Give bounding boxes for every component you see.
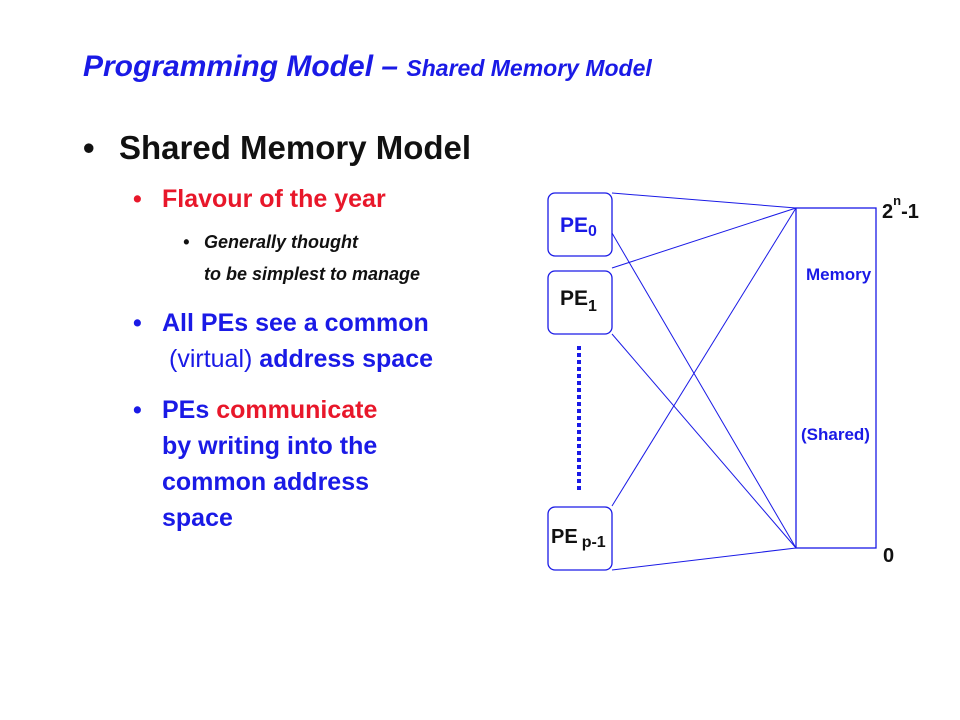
memory-box	[795, 207, 877, 549]
connection-lines	[611, 192, 797, 571]
bullet-text: Shared Memory Model	[119, 129, 472, 166]
title-main: Programming Model –	[83, 50, 407, 83]
slide-title: Programming Model – Shared Memory Model	[83, 50, 652, 84]
bullet-dot: •	[133, 309, 142, 337]
bottom-address-label: 0	[883, 545, 894, 567]
bullet-text-line1: Generally thought	[204, 232, 359, 252]
line-pep-top	[611, 207, 797, 507]
bullet-text-line2: by writing into the	[162, 432, 378, 460]
bullet-dot: •	[133, 185, 142, 213]
title-sub: Shared Memory Model	[406, 55, 652, 81]
bullet-text: Flavour of the year	[162, 185, 386, 213]
bullet-text-line3: common address	[162, 468, 370, 496]
bullet-text-line1: PEs communicate	[162, 393, 377, 427]
address-space-word: address space	[252, 345, 434, 373]
communicate-word: communicate	[216, 396, 378, 424]
top-address-label: 2n-1	[882, 193, 919, 223]
bullet-text-line4: space	[162, 504, 233, 532]
line-pe0-top	[611, 192, 797, 209]
bullet-dot: •	[133, 396, 142, 424]
bullet-text-line2: to be simplest to manage	[204, 264, 421, 284]
pe0-box	[547, 192, 613, 257]
line-pe0-bottom	[611, 232, 797, 549]
line-pe1-top	[611, 207, 797, 269]
bullet-text-line2: (virtual) address space	[169, 342, 433, 376]
virtual-word: (virtual)	[169, 345, 253, 373]
shared-label: (Shared)	[801, 425, 870, 444]
line-pep-bottom	[611, 547, 797, 571]
pe1-box	[547, 270, 613, 335]
bullet-text-line1: All PEs see a common	[162, 309, 429, 337]
pe0-label: PE0	[560, 214, 597, 240]
pe1-label: PE1	[560, 287, 597, 315]
pep-box	[547, 506, 613, 571]
line-pe1-bottom	[611, 333, 797, 549]
bullet-dot: •	[183, 232, 190, 252]
pes-word: PEs	[162, 396, 217, 424]
memory-label: Memory	[806, 265, 872, 284]
bullet-dot: •	[83, 129, 95, 166]
